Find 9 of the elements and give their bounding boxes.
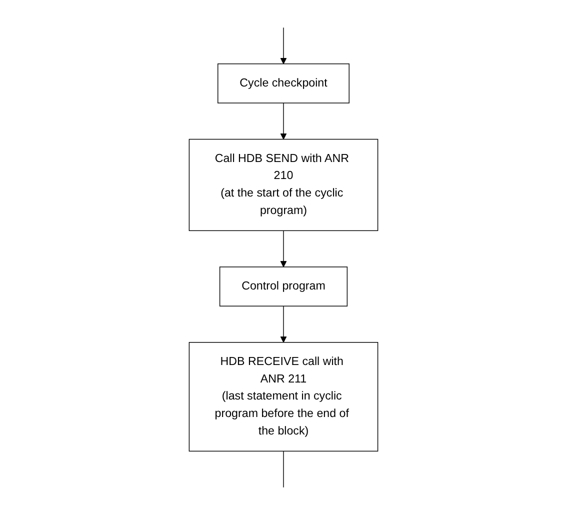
arrow [280, 102, 287, 140]
arrow [280, 27, 287, 64]
node-box: Call HDB SEND with ANR 210 (at the start of the cyclic program) [188, 138, 378, 232]
node-box: Cycle checkpoint [218, 63, 350, 104]
node-box: Control program [219, 266, 348, 306]
arrow [280, 306, 287, 343]
connector [283, 450, 284, 488]
node-box: HDB RECEIVE call with ANR 211 (last statement in cyclic program before the end of the block) [188, 342, 378, 452]
arrow [280, 230, 287, 268]
